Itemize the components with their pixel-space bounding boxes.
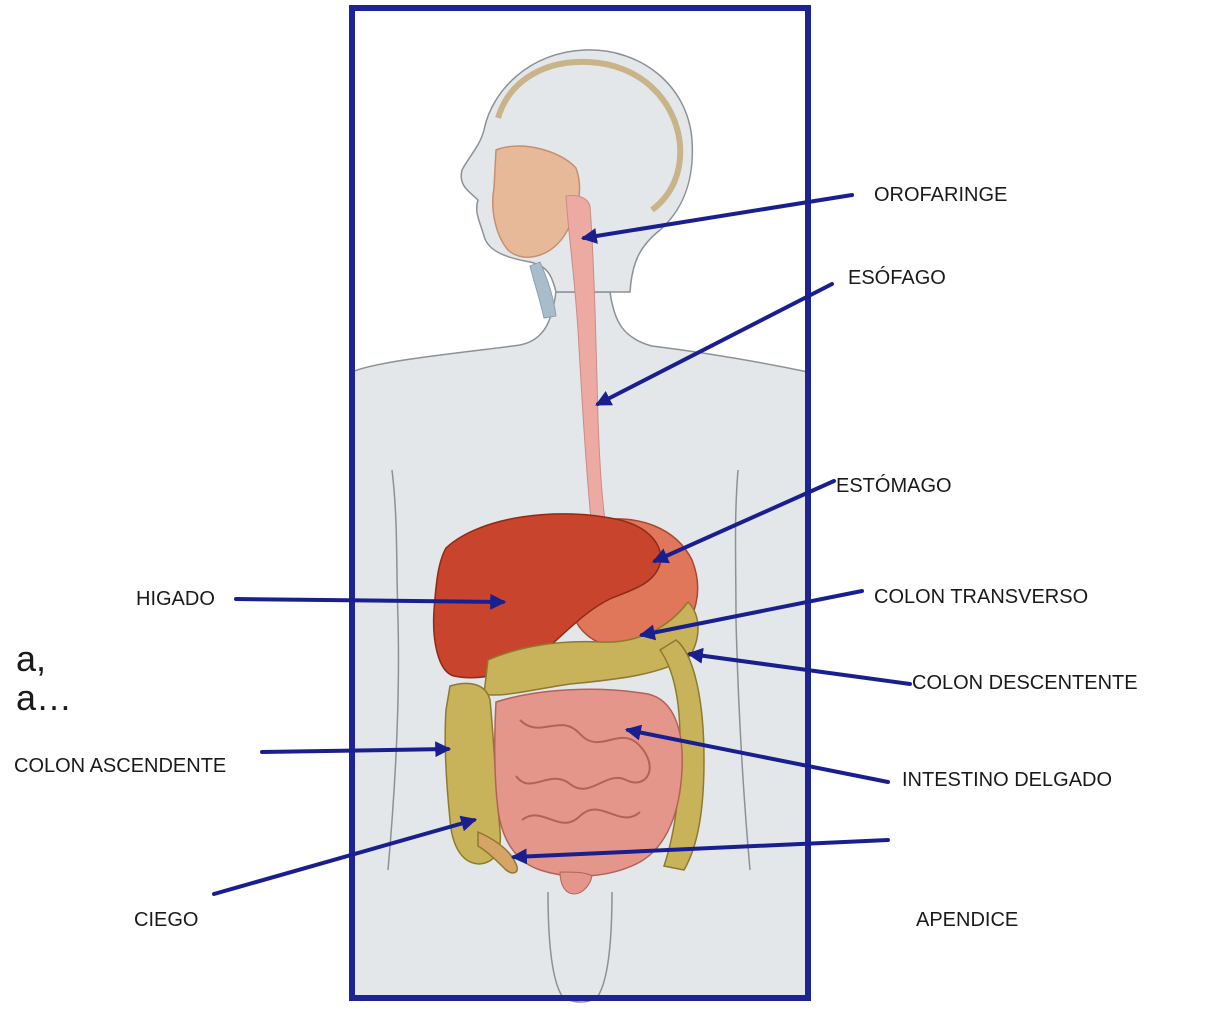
- cutoff-text-line-2: a…: [16, 679, 72, 717]
- label-intestino-delgado: INTESTINO DELGADO: [902, 770, 1112, 790]
- label-esofago: ESÓFAGO: [848, 268, 946, 288]
- cutoff-text-line-1: a,: [16, 640, 46, 678]
- label-colon-transverso: COLON TRANSVERSO: [874, 587, 1088, 607]
- label-estomago: ESTÓMAGO: [836, 476, 952, 496]
- label-higado: HIGADO: [136, 589, 215, 609]
- label-colon-descendente: COLON DESCENTENTE: [912, 673, 1138, 693]
- label-apendice: APENDICE: [916, 910, 1018, 930]
- label-colon-ascendente: COLON ASCENDENTE: [14, 756, 226, 776]
- label-ciego: CIEGO: [134, 910, 198, 930]
- label-orofaringe: OROFARINGE: [874, 185, 1007, 205]
